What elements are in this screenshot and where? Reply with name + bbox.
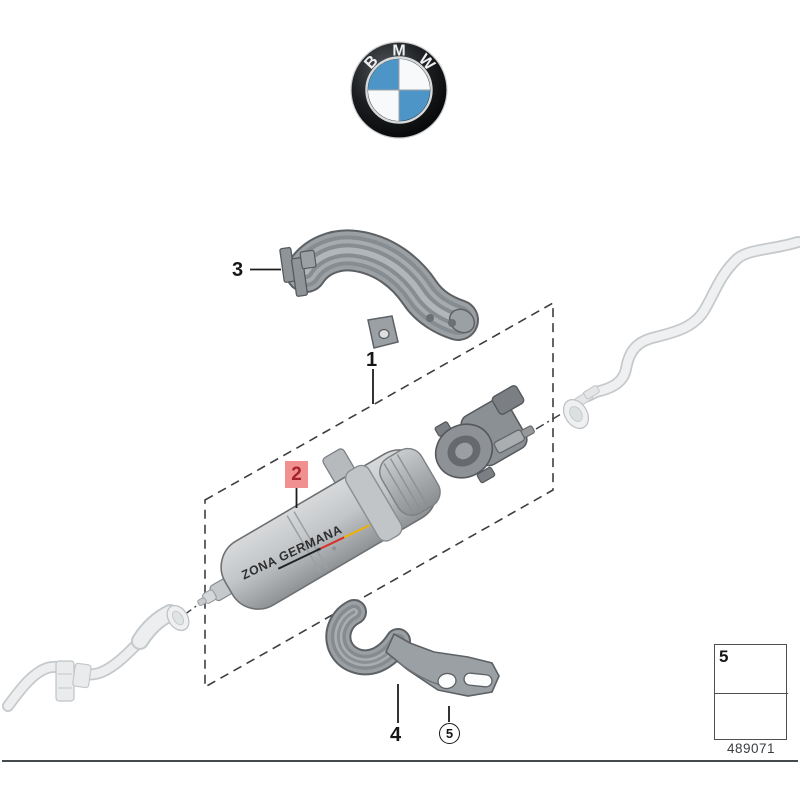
drawing-number: 489071	[726, 741, 776, 756]
callout-3: 3	[232, 259, 244, 281]
assembly-bounding-box	[204, 301, 554, 689]
upper-bracket	[279, 229, 479, 349]
pressure-regulator	[434, 385, 535, 484]
bmw-roundel-logo: B M W	[350, 41, 448, 139]
outlet-pin	[493, 425, 535, 454]
callout-1: 1	[366, 349, 378, 371]
rear-fuel-line	[562, 236, 800, 430]
legend-item-number: 5	[719, 647, 729, 666]
lower-bracket	[325, 599, 500, 697]
upper-bracket-clip	[279, 246, 317, 297]
callout-2-highlighted: 2	[285, 461, 308, 488]
front-fuel-line	[2, 604, 190, 712]
fuel-filter: ZONA GERMANA	[197, 447, 441, 610]
legend-divider	[714, 692, 788, 694]
logo-letter-m: M	[392, 43, 405, 60]
callout-5-circled: 5	[439, 723, 460, 744]
callout-4: 4	[390, 724, 402, 746]
axis-line-rear	[535, 410, 567, 430]
separator-line	[2, 760, 798, 762]
hose-clamp	[55, 660, 75, 702]
legend-box	[714, 644, 787, 740]
